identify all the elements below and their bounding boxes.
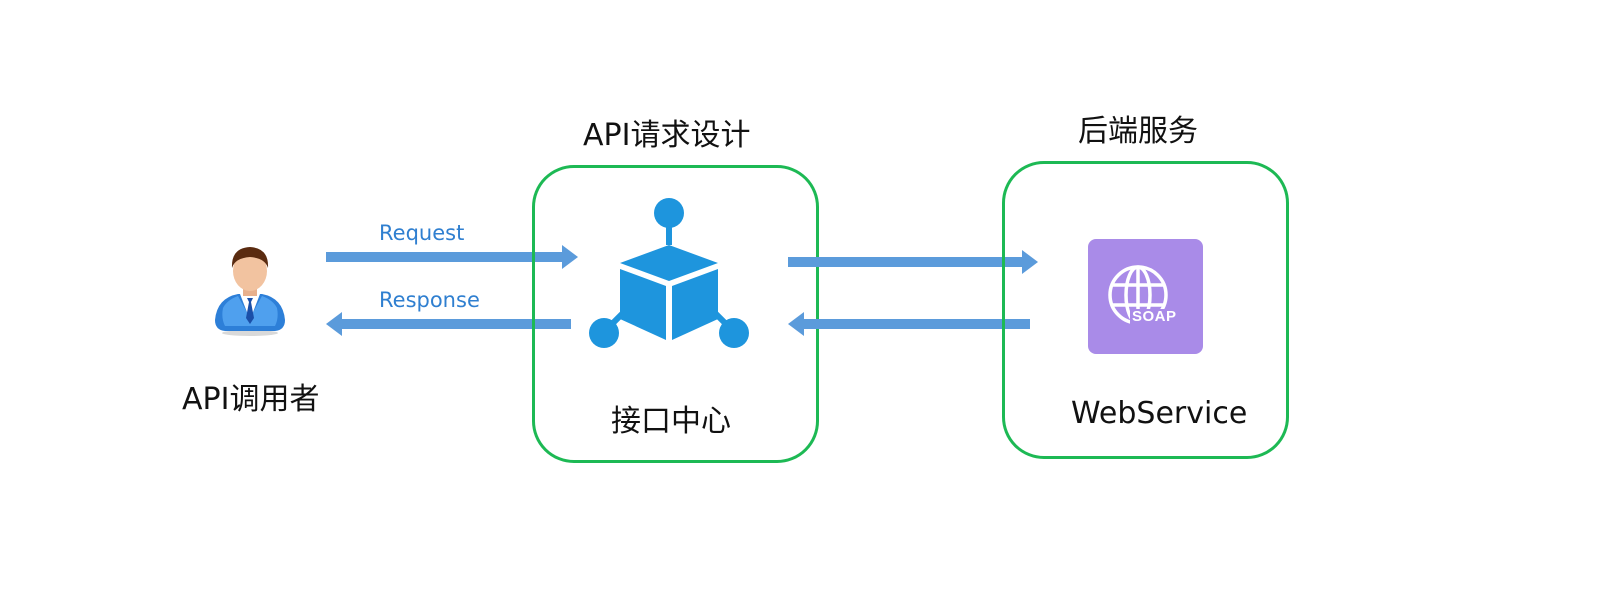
cube-network-icon: [589, 198, 749, 348]
backend-to-hub-arrow: [788, 312, 1030, 336]
hub-box: [532, 165, 819, 463]
backend-title: 后端服务: [1078, 114, 1198, 149]
caller-label: API调用者: [182, 382, 320, 417]
soap-icon-text: SOAP: [1132, 308, 1177, 325]
request-label: Request: [379, 221, 465, 245]
backend-label: WebService: [1071, 396, 1248, 431]
response-label: Response: [379, 288, 480, 312]
hub-label: 接口中心: [611, 404, 731, 439]
soap-globe-icon: SOAP: [1088, 239, 1203, 354]
backend-box: [1002, 161, 1289, 459]
request-arrow: [326, 245, 578, 269]
caller-node: [205, 238, 295, 338]
response-arrow: [326, 312, 571, 336]
hub-to-backend-arrow: [788, 250, 1038, 274]
person-icon: [215, 247, 285, 336]
hub-title: API请求设计: [583, 118, 751, 153]
